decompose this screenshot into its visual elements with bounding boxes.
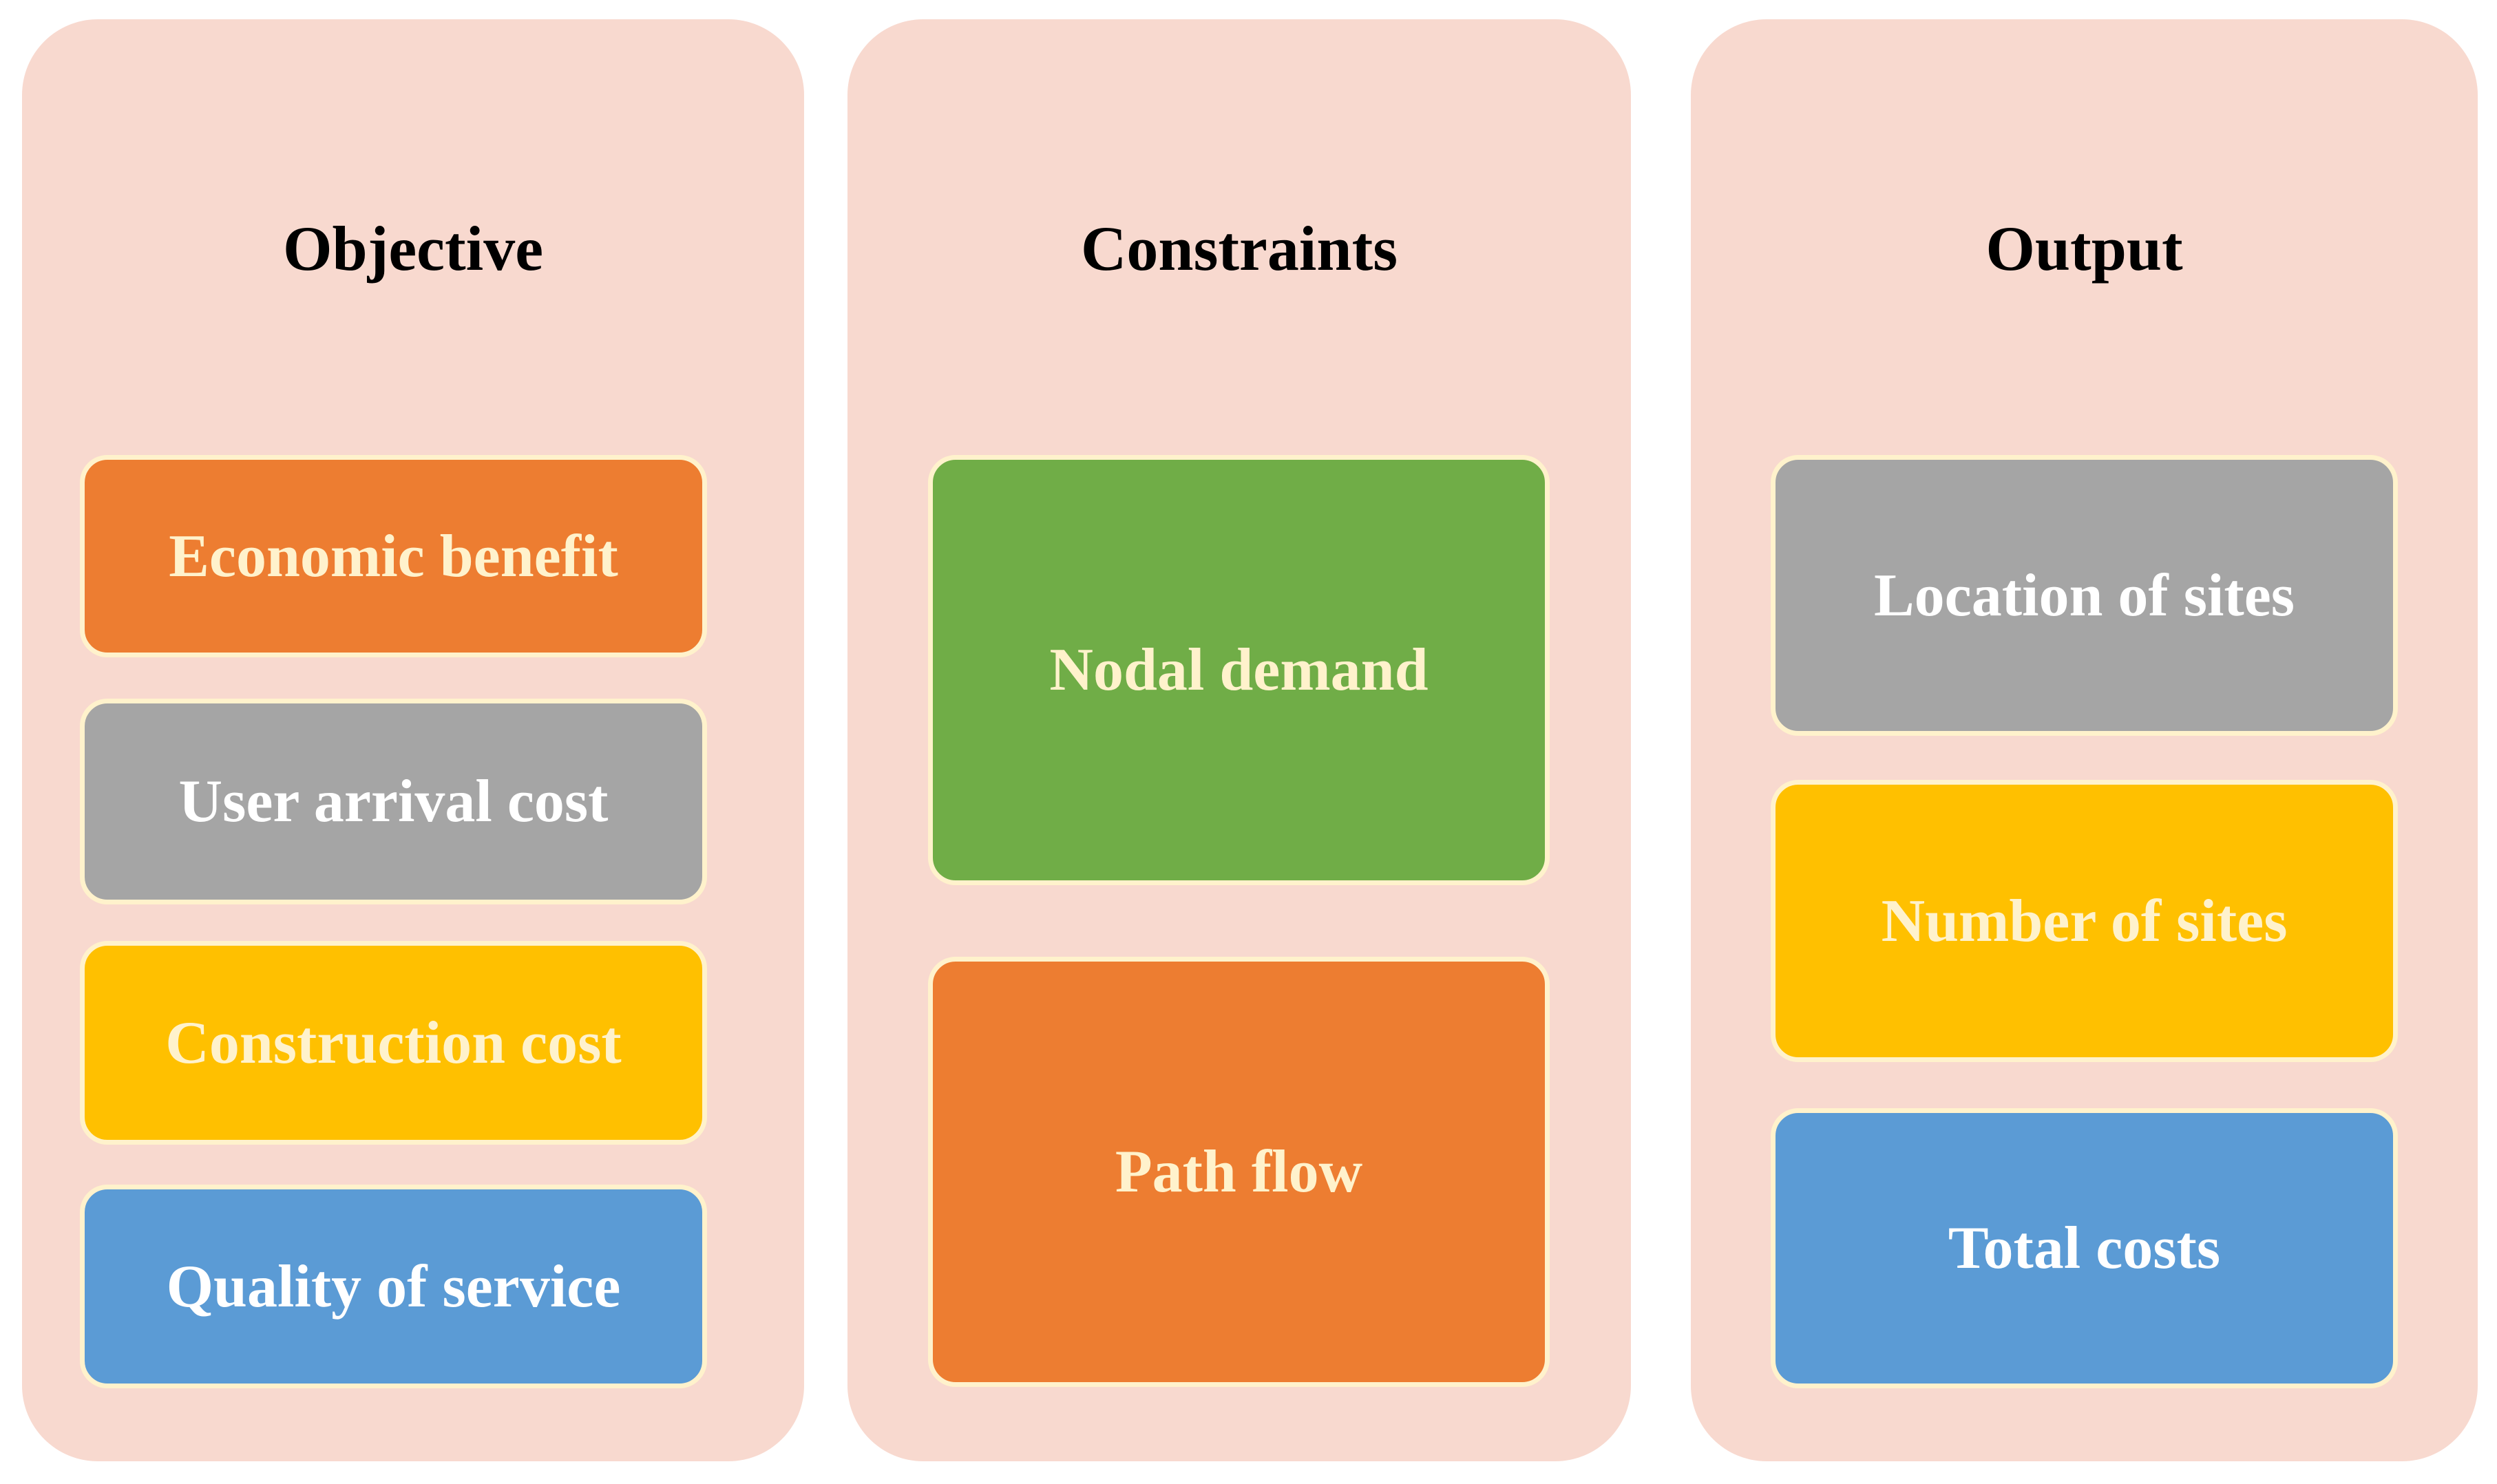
- quality-of-service-box: Quality of service: [80, 1185, 707, 1388]
- output-heading: Output: [1985, 213, 2183, 284]
- nodal-demand-box: Nodal demand: [928, 455, 1550, 885]
- output-panel: Output Location of sites Number of sites…: [1691, 19, 2478, 1461]
- path-flow-box: Path flow: [928, 957, 1550, 1387]
- construction-cost-box: Construction cost: [80, 941, 707, 1145]
- total-costs-box: Total costs: [1771, 1108, 2398, 1388]
- objective-panel: Objective Economic benefit User arrival …: [22, 19, 804, 1461]
- number-of-sites-box: Number of sites: [1771, 780, 2398, 1062]
- user-arrival-cost-box: User arrival cost: [80, 699, 707, 904]
- location-of-sites-box: Location of sites: [1771, 455, 2398, 736]
- objective-heading: Objective: [282, 213, 544, 284]
- constraints-heading: Constraints: [1080, 213, 1398, 284]
- constraints-panel: Constraints Nodal demand Path flow: [847, 19, 1631, 1461]
- economic-benefit-box: Economic benefit: [80, 455, 707, 657]
